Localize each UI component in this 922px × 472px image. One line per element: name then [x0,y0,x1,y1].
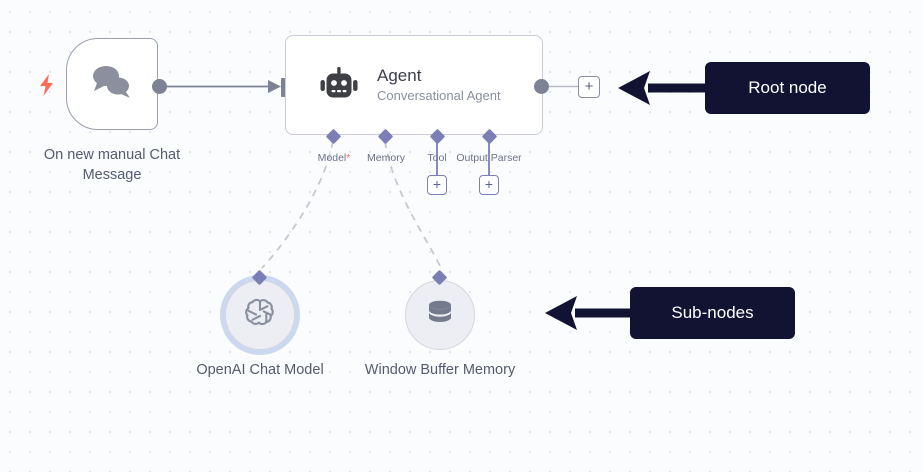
sub-nodes-arrow [545,296,633,330]
agent-text-block: Agent Conversational Agent [377,66,501,105]
add-output-parser-button[interactable]: + [479,175,499,195]
chat-bubbles-icon [89,63,135,106]
port-label-model: Model* [317,152,351,164]
add-tool-button[interactable]: + [427,175,447,195]
root-node-arrow [618,71,708,105]
wire-arrowhead-agent-input [268,80,281,93]
add-node-after-agent-button[interactable]: + [578,76,600,98]
agent-subtitle: Conversational Agent [377,87,501,103]
port-label-tool: Tool [427,152,447,164]
node-label-window-buffer-memory: Window Buffer Memory [364,362,516,378]
robot-icon [318,64,360,106]
annotation-root-node: Root node [705,62,870,114]
node-label-openai-chat-model: OpenAI Chat Model [196,362,324,378]
port-label-memory: Memory [367,152,405,164]
node-window-buffer-memory[interactable] [405,280,475,350]
node-label-trigger: On new manual Chat Message [43,147,181,183]
node-on-new-manual-chat-message[interactable] [66,38,158,130]
port-required-marker-model: * [346,152,351,164]
port-label-output-parser: Output Parser [456,152,522,164]
agent-title: Agent [377,65,422,85]
agent-output-connector[interactable] [534,79,549,94]
node-openai-chat-model[interactable] [225,280,295,350]
lightning-bolt-icon [38,74,56,96]
trigger-output-connector[interactable] [152,79,167,94]
database-icon [423,296,457,335]
annotation-sub-nodes: Sub-nodes [630,287,795,339]
node-agent[interactable]: Agent Conversational Agent [285,35,543,135]
openai-logo-icon [242,295,278,336]
